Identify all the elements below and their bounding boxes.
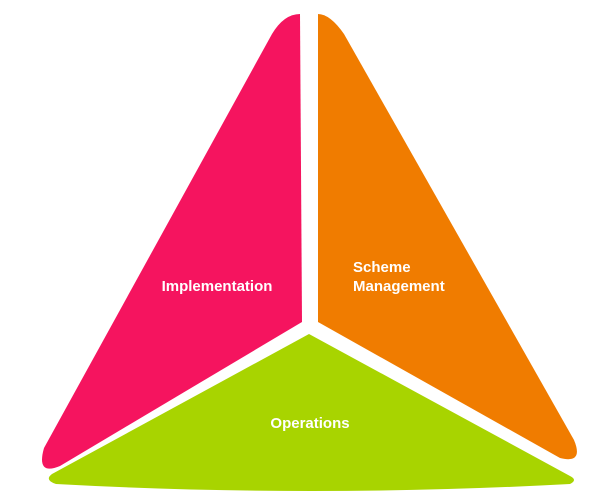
implementation-label: Implementation — [162, 278, 273, 295]
operations-label: Operations — [270, 415, 349, 432]
scheme-management-segment — [318, 14, 577, 460]
scheme-management-label-line1: Scheme — [353, 259, 411, 276]
operations-segment — [48, 334, 575, 491]
implementation-segment — [42, 14, 302, 469]
scheme-management-label-line2: Management — [353, 278, 445, 295]
